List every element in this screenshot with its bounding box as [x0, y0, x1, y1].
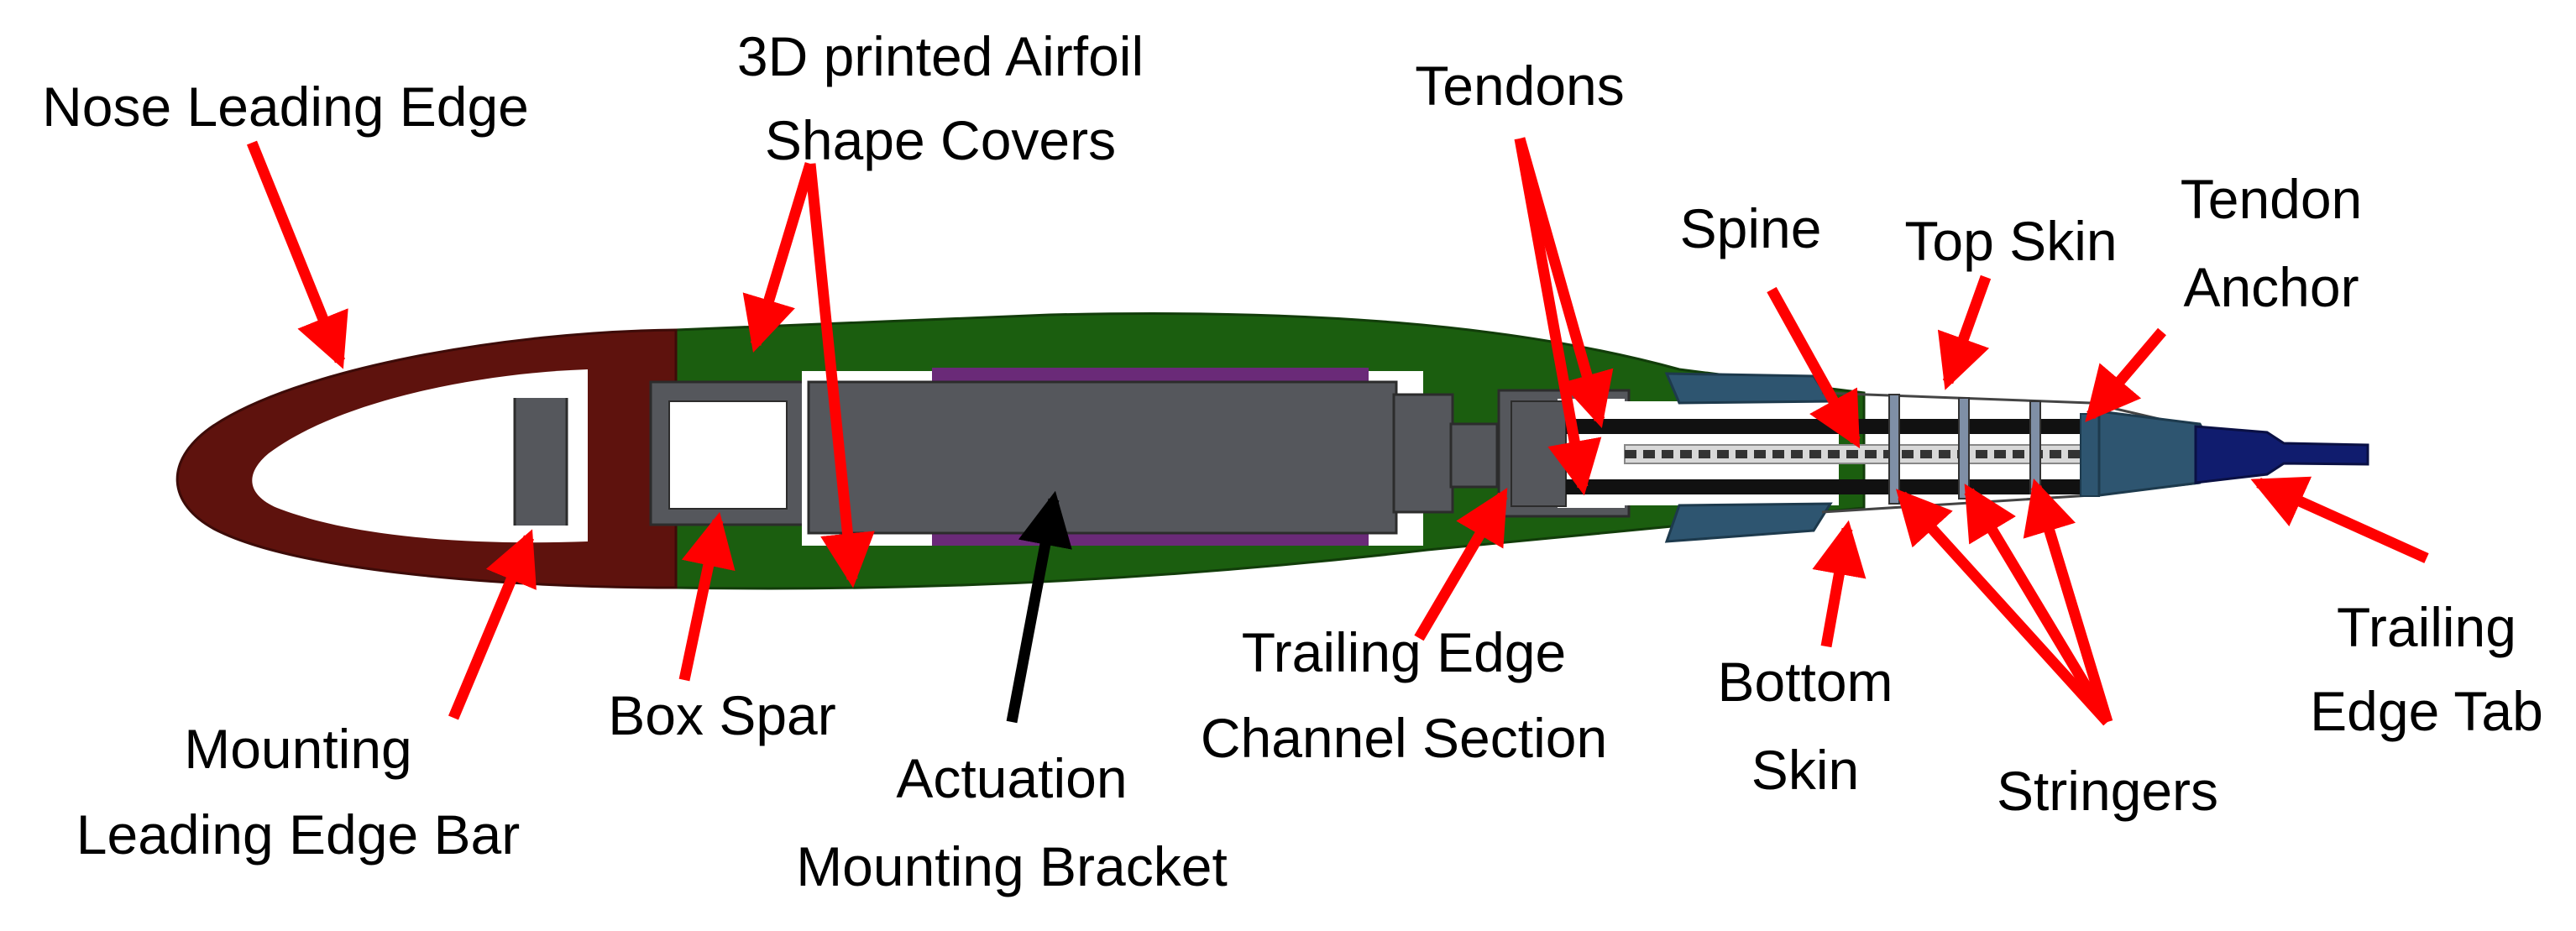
- spine-arrow: [1767, 286, 1861, 449]
- top-skin-arrow: [1937, 275, 1992, 390]
- label-actuation-line2: Mounting Bracket: [796, 835, 1228, 897]
- mounting-leading-edge-bar: [513, 393, 568, 531]
- tendons-arrow-lower: [1514, 137, 1602, 496]
- tendon-section-top: [1664, 372, 1833, 405]
- box-spar-hollow: [668, 400, 788, 510]
- nose-cavity: [252, 369, 588, 543]
- stringer: [1958, 397, 1970, 499]
- label-bottom-skin-line1: Bottom: [1717, 651, 1893, 713]
- label-top-skin: Top Skin: [1904, 210, 2117, 272]
- bottom-skin-arrow: [1812, 520, 1867, 648]
- label-mounting-bar-line2: Leading Edge Bar: [76, 803, 520, 866]
- covers-arrow-upper: [742, 162, 816, 353]
- label-bottom-skin-line2: Skin: [1751, 739, 1859, 801]
- stringers-arrow-2: [1964, 484, 2113, 725]
- covers-arrow-lower: [804, 163, 875, 588]
- mounting-bar-cutout: [506, 388, 575, 398]
- te-channel-arrow: [1414, 488, 1508, 641]
- label-airfoil-covers-line1: 3D printed Airfoil: [737, 25, 1144, 87]
- label-te-tab-line1: Trailing: [2337, 596, 2516, 658]
- mounting-bar-arrow: [448, 529, 537, 720]
- label-actuation-line1: Actuation: [896, 747, 1127, 809]
- tendon-anchor: [2080, 413, 2100, 497]
- label-spine: Spine: [1680, 197, 1822, 259]
- label-tendons: Tendons: [1415, 55, 1625, 117]
- actuator-end-block: [1392, 393, 1454, 514]
- label-te-channel-line2: Channel Section: [1201, 707, 1607, 769]
- trailing-edge-tab: [2194, 425, 2369, 484]
- label-box-spar: Box Spar: [608, 684, 835, 746]
- tendon-section-bottom: [1664, 502, 1833, 543]
- label-airfoil-covers-line2: Shape Covers: [765, 109, 1116, 171]
- box-spar-arrow: [678, 511, 736, 682]
- channel-block: [1511, 400, 1567, 507]
- label-nose-leading-edge: Nose Leading Edge: [42, 76, 529, 138]
- stringers-arrow-1: [1896, 489, 2112, 726]
- actuator-accent-top: [932, 368, 1369, 383]
- label-te-tab-line2: Edge Tab: [2310, 680, 2543, 742]
- stringers-arrow-3: [2023, 479, 2113, 724]
- actuator-end-block: [1449, 422, 1499, 489]
- actuation-arrow: [1006, 490, 1072, 724]
- mounting-bar-cutout: [506, 526, 575, 536]
- label-mounting-bar-line1: Mounting: [184, 718, 412, 780]
- nose-leading-edge-arrow: [246, 140, 348, 369]
- tendon-anchor-arrow: [2085, 327, 2166, 422]
- label-te-channel-line1: Trailing Edge: [1242, 621, 1566, 683]
- label-stringers: Stringers: [1997, 760, 2218, 822]
- stringer: [2029, 400, 2041, 494]
- label-tendon-anchor-line1: Tendon: [2181, 168, 2363, 230]
- label-tendon-anchor-line2: Anchor: [2183, 256, 2359, 318]
- stringer: [1888, 394, 1900, 505]
- actuation-mounting-bracket: [807, 380, 1398, 535]
- te-tab-arrow: [2250, 476, 2429, 563]
